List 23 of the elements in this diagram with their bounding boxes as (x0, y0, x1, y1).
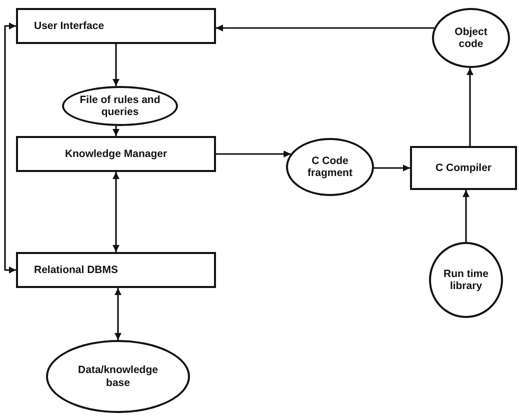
node-label: C Code fragment (306, 154, 354, 180)
arrow (462, 190, 470, 242)
node-label: Run time library (442, 268, 490, 292)
arrow (112, 44, 120, 86)
arrow (216, 150, 291, 158)
arrow (216, 24, 434, 32)
process-box (16, 8, 216, 44)
arrow (112, 126, 120, 136)
arrow (4, 22, 16, 274)
arrow (112, 172, 120, 252)
node-label: File of rules and queries (78, 94, 162, 118)
process-box (16, 136, 216, 172)
node-label: Knowledge Manager (64, 148, 168, 160)
node-label: User Interface (34, 20, 104, 32)
node-label: Relational DBMS (34, 264, 118, 276)
node-label: C Compiler (435, 162, 492, 174)
process-box (410, 146, 517, 190)
process-box (16, 252, 216, 288)
arrow (466, 68, 474, 146)
arrow (374, 164, 410, 172)
node-label: Data/knowledge base (77, 364, 159, 389)
node-label: Object code (454, 26, 488, 50)
arrow (114, 288, 122, 340)
